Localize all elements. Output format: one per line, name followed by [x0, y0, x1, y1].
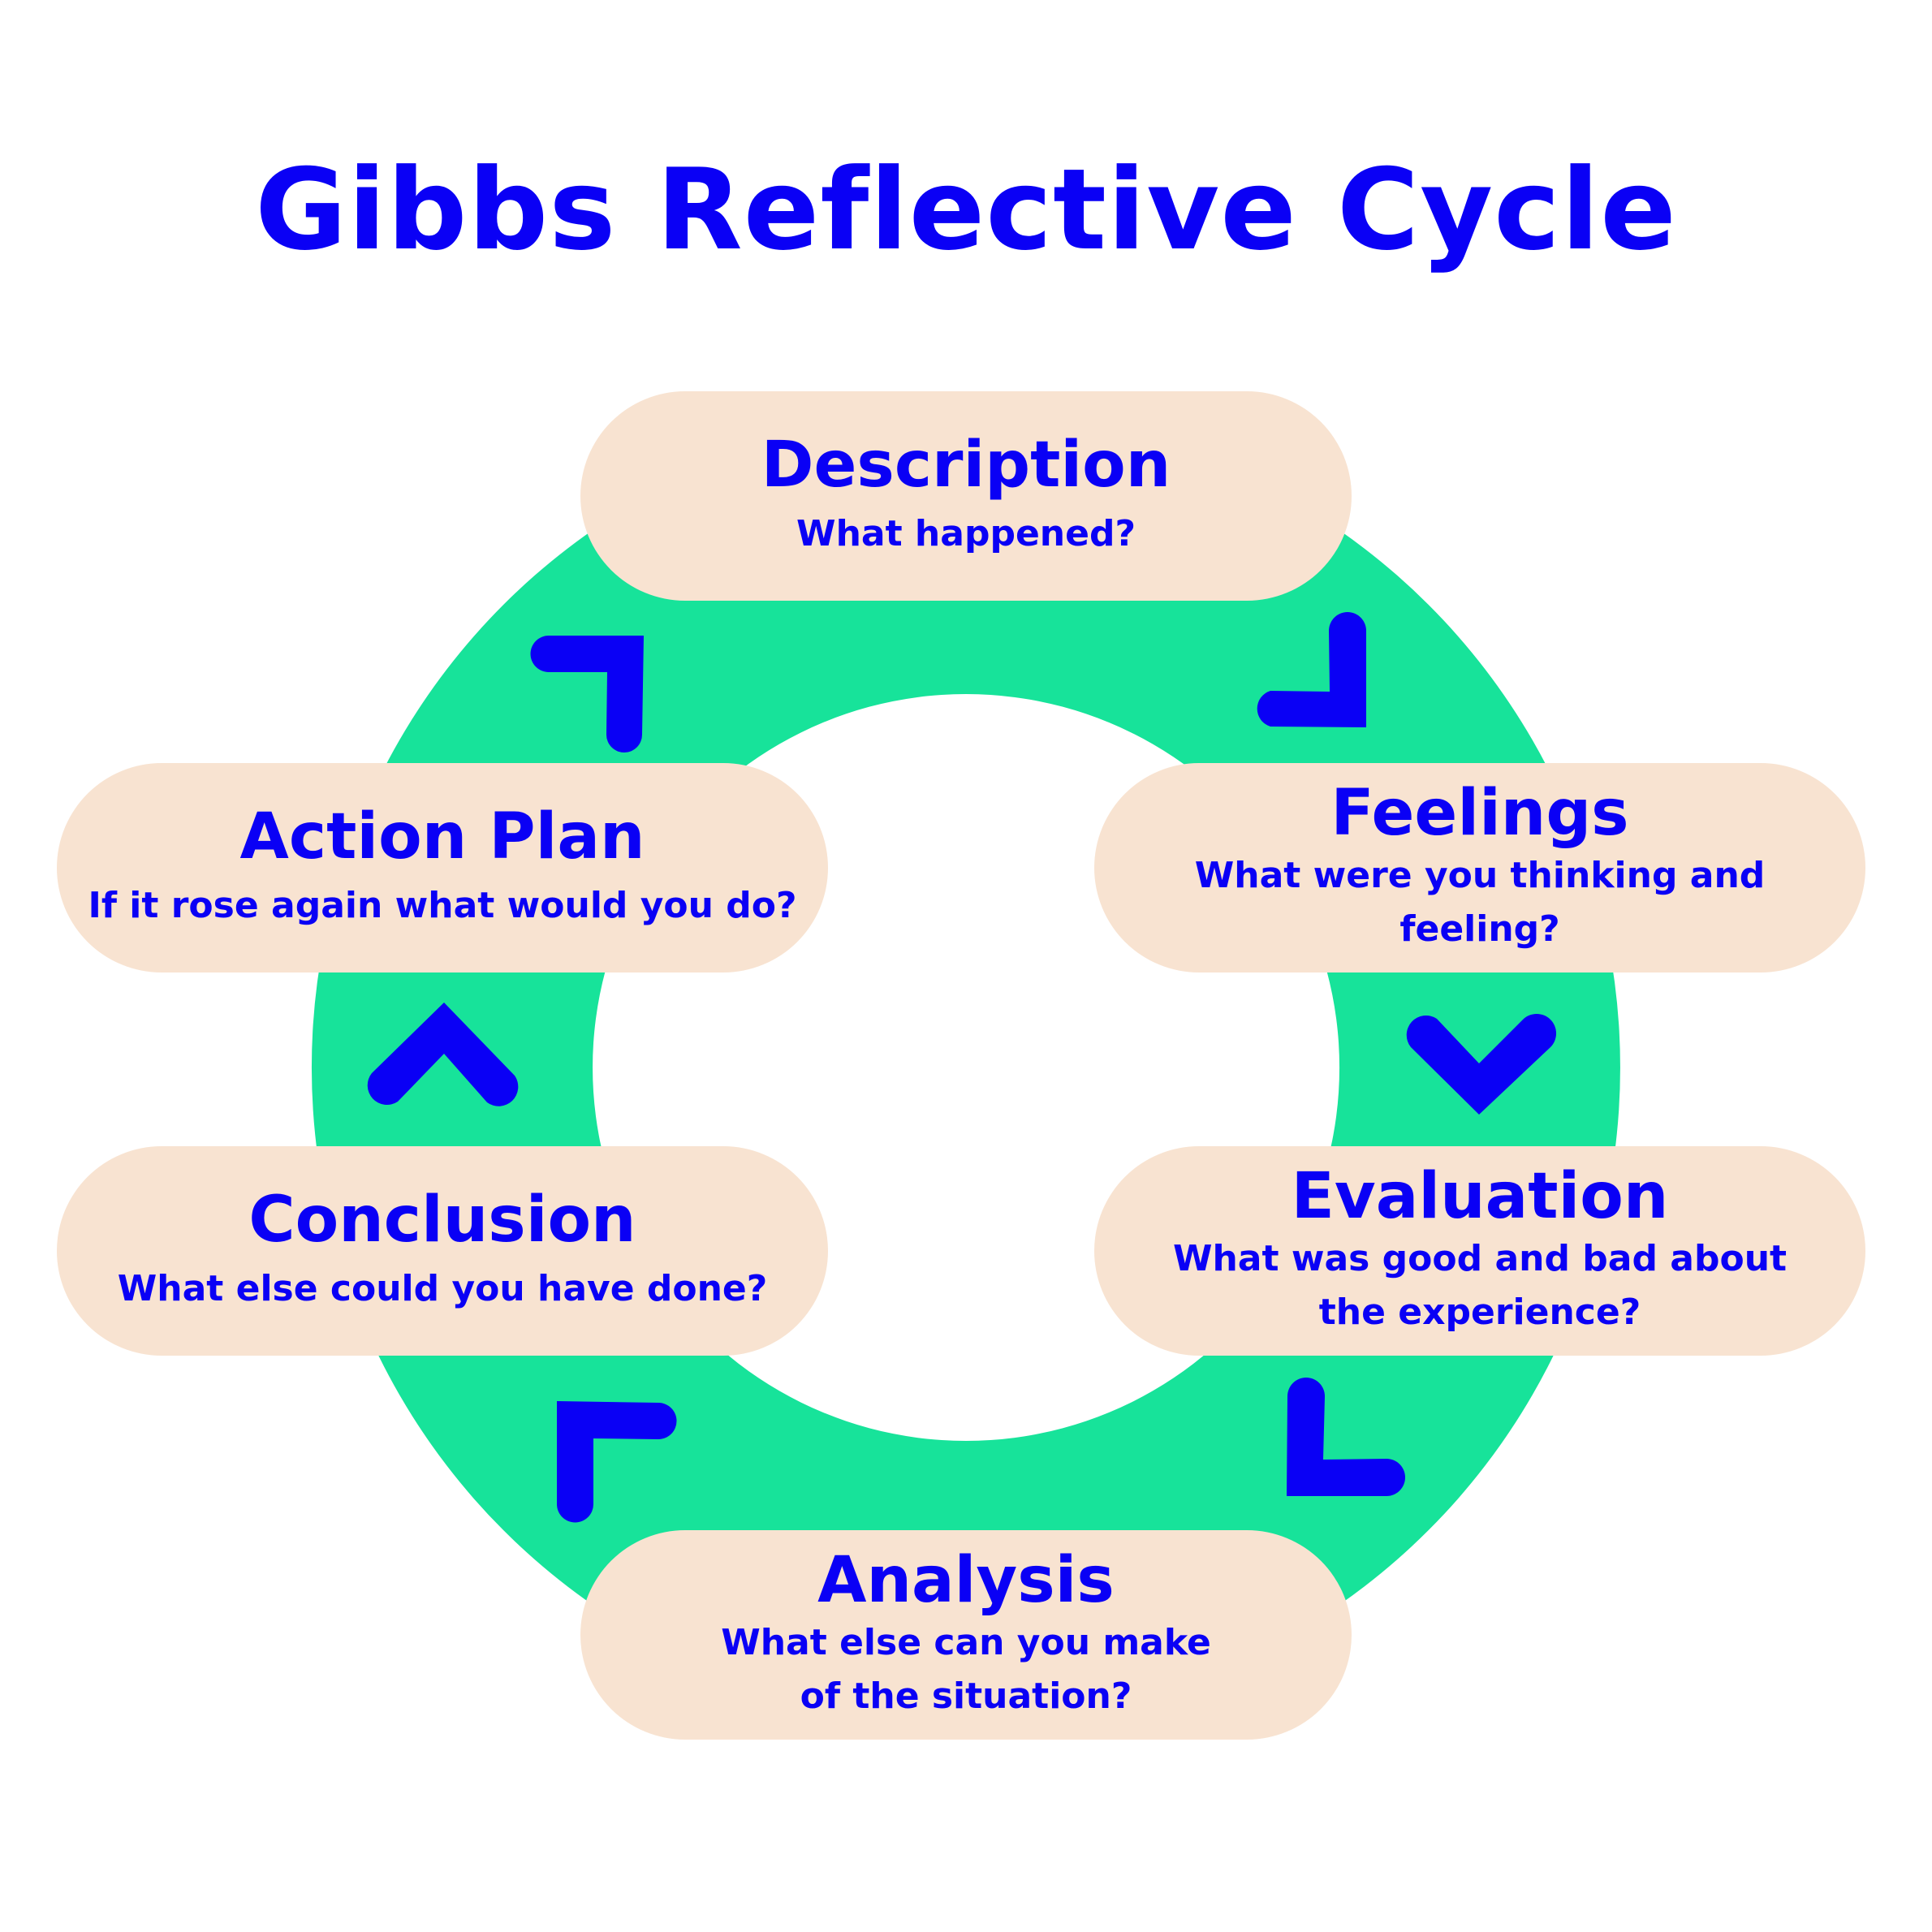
stage-question: What was good and bad about the experien… [1172, 1237, 1788, 1333]
stage-question: What else could you have done? [117, 1267, 768, 1309]
stage-question: What happened? [796, 512, 1136, 554]
corner-arrow-down-left-icon [1287, 1378, 1405, 1496]
stage-heading: Evaluation [1291, 1160, 1669, 1234]
stage-heading: Analysis [817, 1544, 1115, 1618]
diagram-title: Gibbs Reflective Cycle [255, 144, 1677, 275]
chevron-down-icon [1406, 1013, 1557, 1115]
chevron-up-icon [367, 1003, 519, 1106]
cycle-ring [311, 413, 1620, 1722]
stage-action-plan: Action Plan If it rose again what would … [57, 763, 828, 972]
corner-arrow-up-right-icon [530, 636, 644, 753]
stage-question: If it rose again what would you do? [88, 884, 797, 926]
stage-heading: Conclusion [248, 1184, 636, 1257]
stage-heading: Feelings [1330, 777, 1629, 851]
stage-evaluation: Evaluation What was good and bad about t… [1094, 1146, 1865, 1356]
corner-arrow-up-left-icon [557, 1401, 677, 1523]
stage-heading: Description [761, 429, 1171, 502]
stage-conclusion: Conclusion What else could you have done… [57, 1146, 828, 1356]
stage-description: Description What happened? [580, 391, 1352, 601]
stage-question: What were you thinking and feeling? [1194, 854, 1766, 950]
stage-question: What else can you make of the situation? [721, 1621, 1211, 1717]
stage-heading: Action Plan [239, 800, 645, 874]
corner-arrow-down-right-icon [1257, 612, 1366, 727]
stage-feelings: Feelings What were you thinking and feel… [1094, 763, 1865, 972]
stage-analysis: Analysis What else can you make of the s… [580, 1530, 1352, 1740]
